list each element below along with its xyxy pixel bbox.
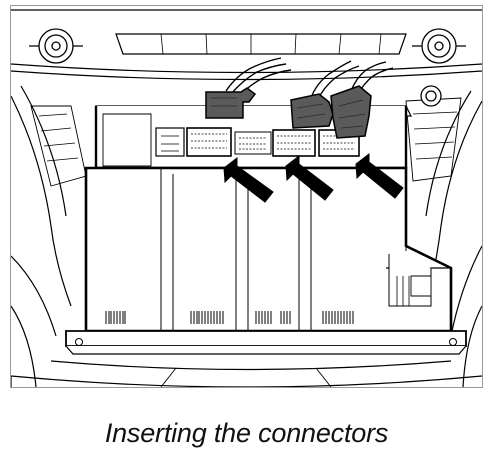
connector-diagram xyxy=(11,9,482,387)
socket-icon xyxy=(186,127,232,157)
arrow-icon xyxy=(355,152,404,199)
socket-icon xyxy=(234,131,272,155)
arrow-icon xyxy=(285,154,334,201)
vent-icon xyxy=(29,28,83,64)
connector-icon xyxy=(205,87,257,119)
dashboard-background xyxy=(11,9,482,387)
arrow-icon xyxy=(223,156,274,203)
label-stripes xyxy=(105,311,354,324)
vent-icon xyxy=(412,28,466,107)
socket-icon xyxy=(272,129,316,157)
figure-caption: Inserting the connectors xyxy=(104,418,389,448)
connector-icon xyxy=(330,85,372,139)
connector-icon xyxy=(290,93,334,129)
illustration-frame xyxy=(10,5,483,388)
socket-icon xyxy=(155,127,185,157)
